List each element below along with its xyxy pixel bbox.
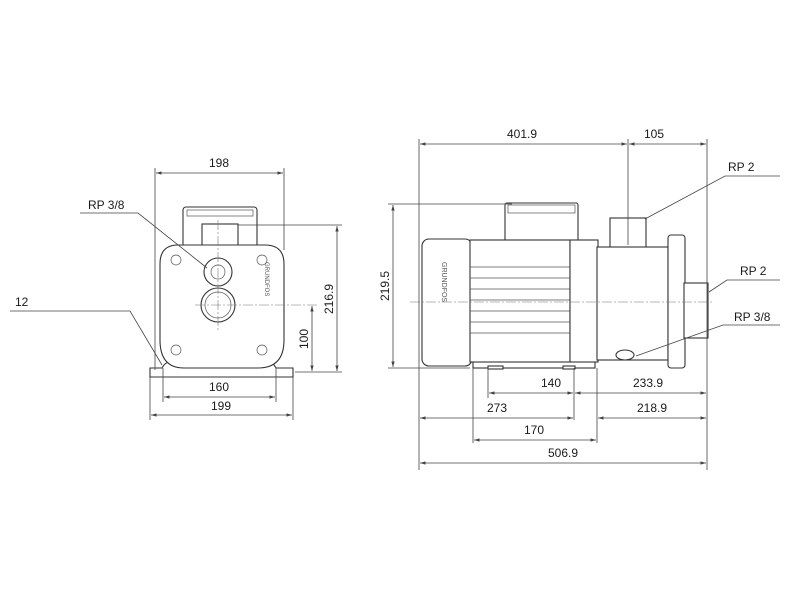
motor-body	[469, 239, 571, 363]
label-rp-3-8-front: RP 3/8	[88, 198, 125, 212]
dim-219-5: 219.5	[378, 271, 392, 301]
dim-105: 105	[644, 127, 664, 141]
label-rp-3-8-side: RP 3/8	[734, 310, 771, 324]
leader-rp-3-8-front	[80, 212, 208, 269]
dim-218-9: 218.9	[637, 401, 667, 415]
brand-logo-side: GRUNDFOS	[440, 262, 447, 302]
dim-273: 273	[487, 401, 507, 415]
end-flange	[667, 234, 686, 369]
dim-12: 12	[15, 295, 29, 309]
motor-fins	[470, 266, 570, 334]
pump-housing	[596, 246, 669, 361]
drain-plug	[615, 349, 635, 361]
dim-160: 160	[209, 380, 229, 394]
dim-100: 100	[297, 329, 311, 349]
leader-rp-3-8-side	[635, 324, 780, 357]
dim-216-9: 216.9	[322, 284, 336, 314]
side-view: GRUNDFOS 401.9 105 219.5 140 233.9 273 2…	[378, 127, 780, 470]
bolt-icons	[170, 254, 268, 356]
label-rp-2-top: RP 2	[728, 160, 755, 174]
leader-rp-2-end	[708, 279, 780, 293]
dim-199: 199	[211, 399, 231, 413]
dim-233-9: 233.9	[633, 376, 663, 390]
dim-401-9: 401.9	[507, 127, 537, 141]
dim-170: 170	[524, 423, 544, 437]
brand-logo: GRUNDFOS	[263, 262, 269, 296]
inlet-nozzle	[683, 282, 709, 339]
label-rp-2-end: RP 2	[740, 264, 767, 278]
leader-rp-2-top	[644, 175, 780, 220]
dim-140: 140	[541, 376, 561, 390]
top-outlet	[201, 223, 239, 247]
pump-flange	[569, 239, 599, 363]
fan-cover	[421, 238, 473, 367]
front-view: GRUNDFOS 198 216.9 100 160 199 RP 3/8 12	[10, 156, 342, 420]
dim-506-9: 506.9	[548, 446, 578, 460]
leader-12	[10, 310, 163, 366]
dim-198: 198	[209, 156, 229, 170]
